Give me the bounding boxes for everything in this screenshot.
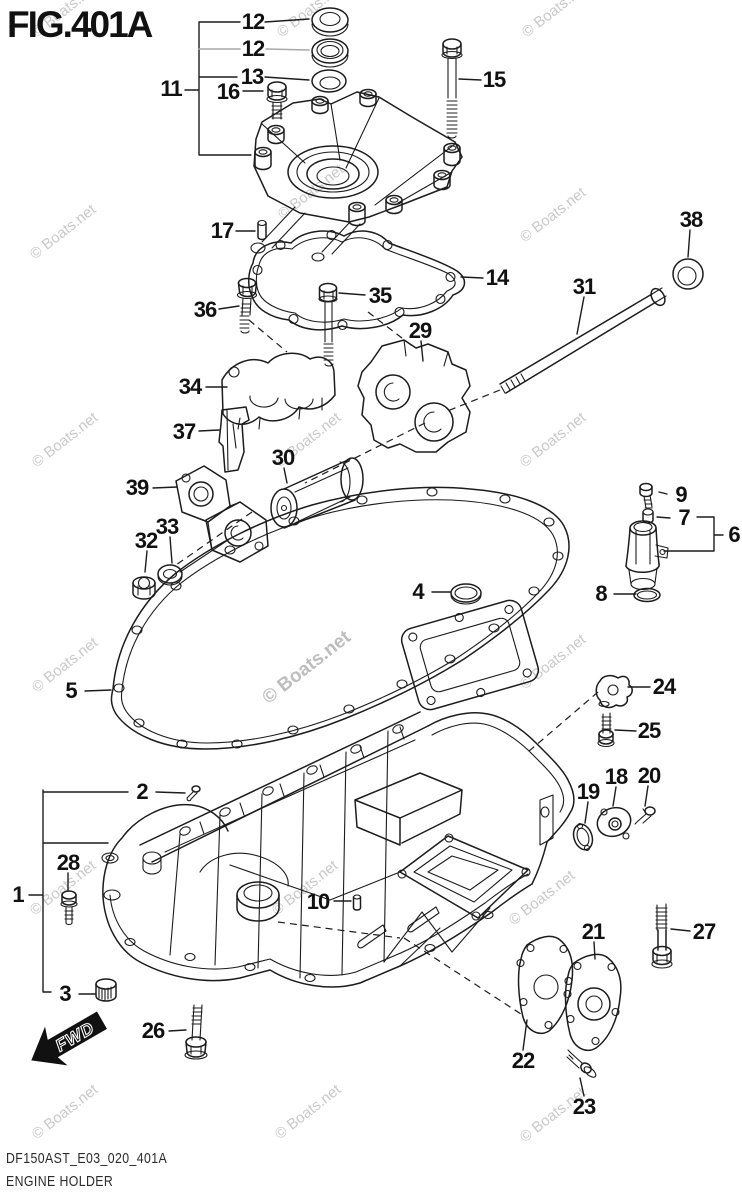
part-bolt-35 xyxy=(318,282,338,367)
part-nut-32 xyxy=(132,576,156,600)
part-oil-pump-cover xyxy=(250,88,463,262)
callout-22: 22 xyxy=(511,1048,536,1073)
part-bolt-long-31 xyxy=(499,287,667,394)
part-bolt-23 xyxy=(566,1049,597,1078)
callout-15: 15 xyxy=(482,67,507,92)
part-bolt-27 xyxy=(651,903,673,969)
part-plate-37 xyxy=(218,406,250,473)
callout-18: 18 xyxy=(604,764,629,789)
part-mount-upper-34 xyxy=(221,352,336,430)
callout-1: 1 xyxy=(12,882,24,907)
part-bracket-39 xyxy=(175,465,269,573)
callout-4: 4 xyxy=(412,579,424,604)
part-grommet-38 xyxy=(672,258,704,290)
part-oring-8 xyxy=(633,587,661,603)
callout-34: 34 xyxy=(178,374,203,399)
part-bolt-15 xyxy=(441,38,463,139)
part-seal-12-lower xyxy=(311,38,349,68)
callout-10: 10 xyxy=(306,889,331,914)
part-anode-24 xyxy=(595,674,633,709)
figure-title: FIG.401A xyxy=(7,4,153,45)
callout-32: 32 xyxy=(134,528,159,553)
callout-12: 12 xyxy=(241,36,266,61)
part-bolt-36 xyxy=(236,277,258,334)
part-gasket-cover xyxy=(248,229,466,331)
callout-21: 21 xyxy=(581,919,606,944)
part-cover-21 xyxy=(564,953,622,1052)
part-gasket-engine-holder xyxy=(110,486,570,750)
callout-3: 3 xyxy=(59,981,71,1006)
callout-9: 9 xyxy=(675,482,687,507)
drawing-code: DF150AST_E03_020_401A xyxy=(6,1150,168,1167)
drawing-name: ENGINE HOLDER xyxy=(6,1173,114,1190)
callout-16: 16 xyxy=(216,79,241,104)
callout-5: 5 xyxy=(65,678,77,703)
part-seal-4 xyxy=(450,583,482,605)
part-pin-10 xyxy=(352,894,362,911)
callout-31: 31 xyxy=(572,274,597,299)
callout-20: 20 xyxy=(637,763,662,788)
part-washer-13 xyxy=(311,69,347,93)
part-bolt-28 xyxy=(60,890,78,926)
part-dowel-pin-17 xyxy=(257,219,267,241)
part-pin-2 xyxy=(186,785,201,802)
callout-12: 12 xyxy=(241,9,266,34)
callout-7: 7 xyxy=(678,505,690,530)
callout-36: 36 xyxy=(193,297,218,322)
callout-35: 35 xyxy=(368,283,393,308)
callout-23: 23 xyxy=(572,1094,597,1119)
callout-25: 25 xyxy=(637,718,662,743)
part-plug-3 xyxy=(95,978,117,1002)
fwd-label: FWD xyxy=(52,1018,98,1055)
part-mount-upper-29 xyxy=(357,339,471,453)
callout-26: 26 xyxy=(141,1018,166,1043)
callout-14: 14 xyxy=(485,265,510,290)
callout-2: 2 xyxy=(136,779,148,804)
callout-37: 37 xyxy=(172,419,197,444)
part-bolt-25 xyxy=(597,712,615,748)
part-bolt-20 xyxy=(634,806,656,825)
callout-19: 19 xyxy=(576,779,601,804)
callout-33: 33 xyxy=(155,514,180,539)
part-bolt-16 xyxy=(266,81,288,120)
part-washer-33 xyxy=(157,564,183,586)
part-gasket-19 xyxy=(572,822,594,852)
part-tube-6 xyxy=(625,520,669,591)
part-bolt-26 xyxy=(184,1004,208,1060)
callout-38: 38 xyxy=(679,207,704,232)
callout-6: 6 xyxy=(728,522,740,547)
part-engine-holder-body xyxy=(101,711,575,988)
callout-29: 29 xyxy=(408,318,433,343)
callout-39: 39 xyxy=(125,475,150,500)
callout-13: 13 xyxy=(240,64,265,89)
fwd-direction-arrow: FWD xyxy=(31,1011,107,1066)
callout-24: 24 xyxy=(652,674,677,699)
callout-8: 8 xyxy=(595,581,607,606)
part-cover-18 xyxy=(596,806,632,840)
callout-17: 17 xyxy=(210,218,235,243)
part-seal-12-upper xyxy=(311,7,349,37)
callout-30: 30 xyxy=(271,445,296,470)
dashed-axis-lines xyxy=(175,311,599,1017)
callout-11: 11 xyxy=(160,76,182,101)
callout-27: 27 xyxy=(692,919,717,944)
leader-lines xyxy=(28,18,724,1097)
part-bolt-9 xyxy=(639,482,653,509)
part-gasket-22 xyxy=(516,935,574,1035)
callout-28: 28 xyxy=(56,850,81,875)
